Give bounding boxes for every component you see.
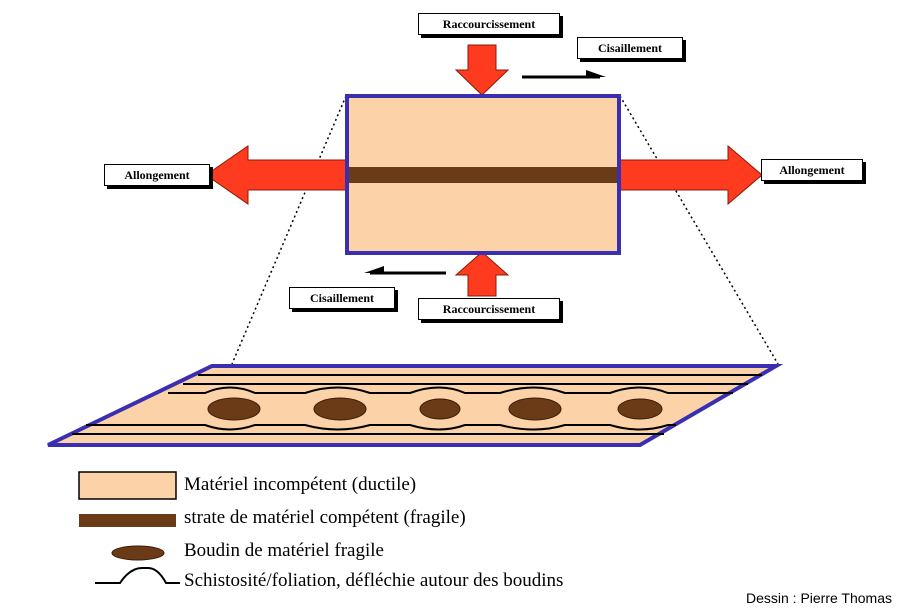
credit: Dessin : Pierre Thomas [745, 590, 892, 606]
foliation-lines [72, 374, 762, 435]
competent-strata [349, 167, 617, 183]
legend-symbol-incompetent [78, 471, 177, 500]
legend-item-foliation: Schistosité/foliation, défléchie autour … [184, 570, 564, 591]
label-elongation-right: Allongement [761, 159, 863, 181]
legend-item-competent: strate de matériel compétent (fragile) [184, 507, 466, 528]
label-shear-top: Cisaillement [577, 37, 683, 59]
shear-arrow-bottom [364, 266, 446, 275]
projection-line-left [231, 95, 347, 365]
elongation-arrow-left [205, 145, 351, 205]
label-elongation-left: Allongement [104, 164, 210, 186]
legend-symbol-boudin [111, 545, 165, 561]
elongation-arrow-right [614, 144, 763, 206]
projection-line-right [619, 95, 779, 365]
shear-arrow-top [522, 70, 606, 79]
legend-symbol-competent [79, 514, 176, 527]
shortening-arrow-bottom [454, 251, 510, 297]
label-shortening-top: Raccourcissement [418, 13, 560, 35]
legend-item-incompetent: Matériel incompétent (ductile) [184, 474, 417, 495]
boudins [207, 397, 663, 421]
legend-item-boudin: Boudin de matériel fragile [184, 540, 384, 561]
legend-symbol-foliation [95, 567, 180, 584]
label-shortening-bottom: Raccourcissement [418, 298, 560, 320]
shortening-arrow-top [454, 44, 510, 96]
label-shear-bottom: Cisaillement [289, 287, 395, 309]
